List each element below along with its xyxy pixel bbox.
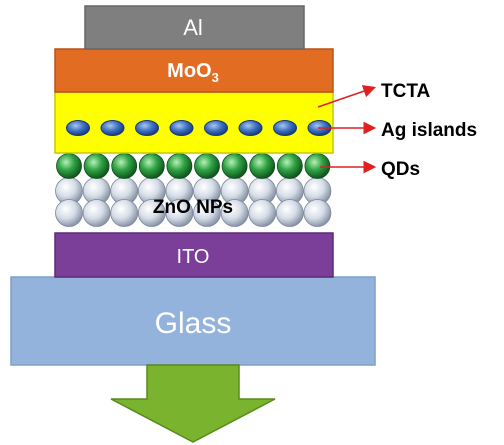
zno-nanoparticle bbox=[110, 199, 139, 227]
quantum-dot bbox=[138, 153, 165, 179]
quantum-dot bbox=[221, 153, 248, 179]
zno-nanoparticle bbox=[137, 199, 166, 227]
zno-label: ZnO NPs bbox=[153, 197, 233, 218]
quantum-dot bbox=[249, 153, 276, 179]
ag-islands bbox=[66, 120, 332, 136]
moo3-layer bbox=[54, 48, 334, 93]
moo3-label: MoO3 bbox=[167, 60, 219, 85]
zno-nanoparticle bbox=[165, 199, 194, 227]
al-label: Al bbox=[183, 15, 203, 40]
quantum-dot-layer bbox=[56, 153, 331, 179]
zno-nanoparticle bbox=[82, 199, 111, 227]
glass-layer bbox=[10, 276, 376, 366]
al-layer bbox=[84, 5, 305, 50]
ag-island bbox=[100, 120, 125, 136]
zno-nanoparticle bbox=[248, 199, 277, 227]
ag-island bbox=[204, 120, 228, 136]
tcta-callout-arrow bbox=[317, 85, 377, 108]
glass-label: Glass bbox=[155, 307, 232, 340]
ag-callout-label: Ag islands bbox=[381, 120, 477, 141]
ag-island bbox=[169, 120, 194, 136]
quantum-dot bbox=[276, 153, 303, 179]
zno-nanoparticle bbox=[275, 199, 304, 227]
zno-nanoparticle bbox=[220, 199, 249, 227]
quantum-dot bbox=[111, 153, 138, 179]
quantum-dot bbox=[56, 153, 82, 179]
quantum-dot bbox=[194, 153, 220, 179]
ag-island bbox=[238, 120, 263, 136]
ag-island bbox=[66, 120, 90, 136]
quantum-dot bbox=[304, 153, 331, 179]
quantum-dot bbox=[83, 153, 110, 179]
zno-nanoparticle bbox=[193, 199, 221, 227]
zno-nanoparticle bbox=[303, 199, 332, 227]
quantum-dot bbox=[166, 153, 193, 179]
zno-nanoparticle bbox=[55, 199, 83, 227]
light-output-arrow bbox=[110, 364, 276, 443]
zno-nanoparticle-layer bbox=[55, 177, 332, 227]
ito-layer bbox=[54, 232, 334, 278]
tcta-callout-label: TCTA bbox=[381, 81, 431, 102]
ag-island bbox=[135, 120, 159, 136]
qds-callout-label: QDs bbox=[381, 159, 420, 180]
ag-island bbox=[273, 120, 297, 136]
ito-label: ITO bbox=[177, 246, 210, 268]
